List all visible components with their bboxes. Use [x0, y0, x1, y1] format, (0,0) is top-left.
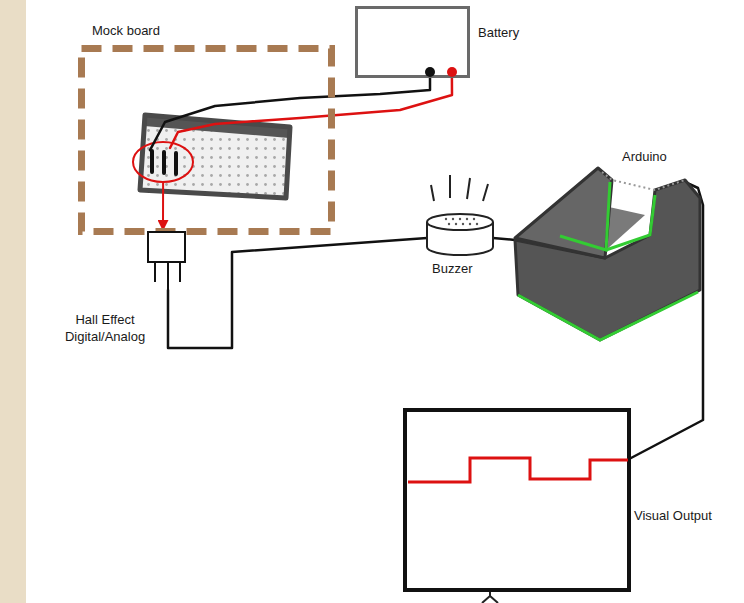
wire — [150, 78, 430, 150]
hall-sensor: Hall Effect Digital/Analog — [50, 225, 195, 350]
arduino-board-outline — [505, 140, 710, 350]
white-panel — [26, 0, 744, 603]
breadboard-pins — [152, 151, 176, 174]
part-label: Visual Output — [634, 507, 712, 524]
wire — [170, 78, 452, 148]
part-label: Hall Effect Digital/Analog — [55, 311, 155, 345]
visual-output-screen-outline — [403, 408, 631, 592]
mock-board-region: Mock board — [78, 45, 335, 235]
visual-output-screen: Visual Output — [403, 408, 631, 592]
wire — [168, 238, 427, 348]
wire — [493, 238, 515, 240]
part-label: Arduino — [622, 148, 667, 165]
pin-highlight — [133, 142, 193, 182]
battery-box-outline — [355, 6, 470, 78]
part-label: Buzzer — [432, 260, 472, 277]
region-label: Mock board — [92, 22, 160, 39]
pointer-arrow — [162, 182, 164, 230]
buzzer: Buzzer — [415, 170, 505, 280]
arduino-board: Arduino — [505, 140, 710, 350]
battery-box: Battery — [355, 6, 470, 78]
part-label: Battery — [478, 24, 519, 41]
mock-board-region-outline — [78, 45, 335, 235]
